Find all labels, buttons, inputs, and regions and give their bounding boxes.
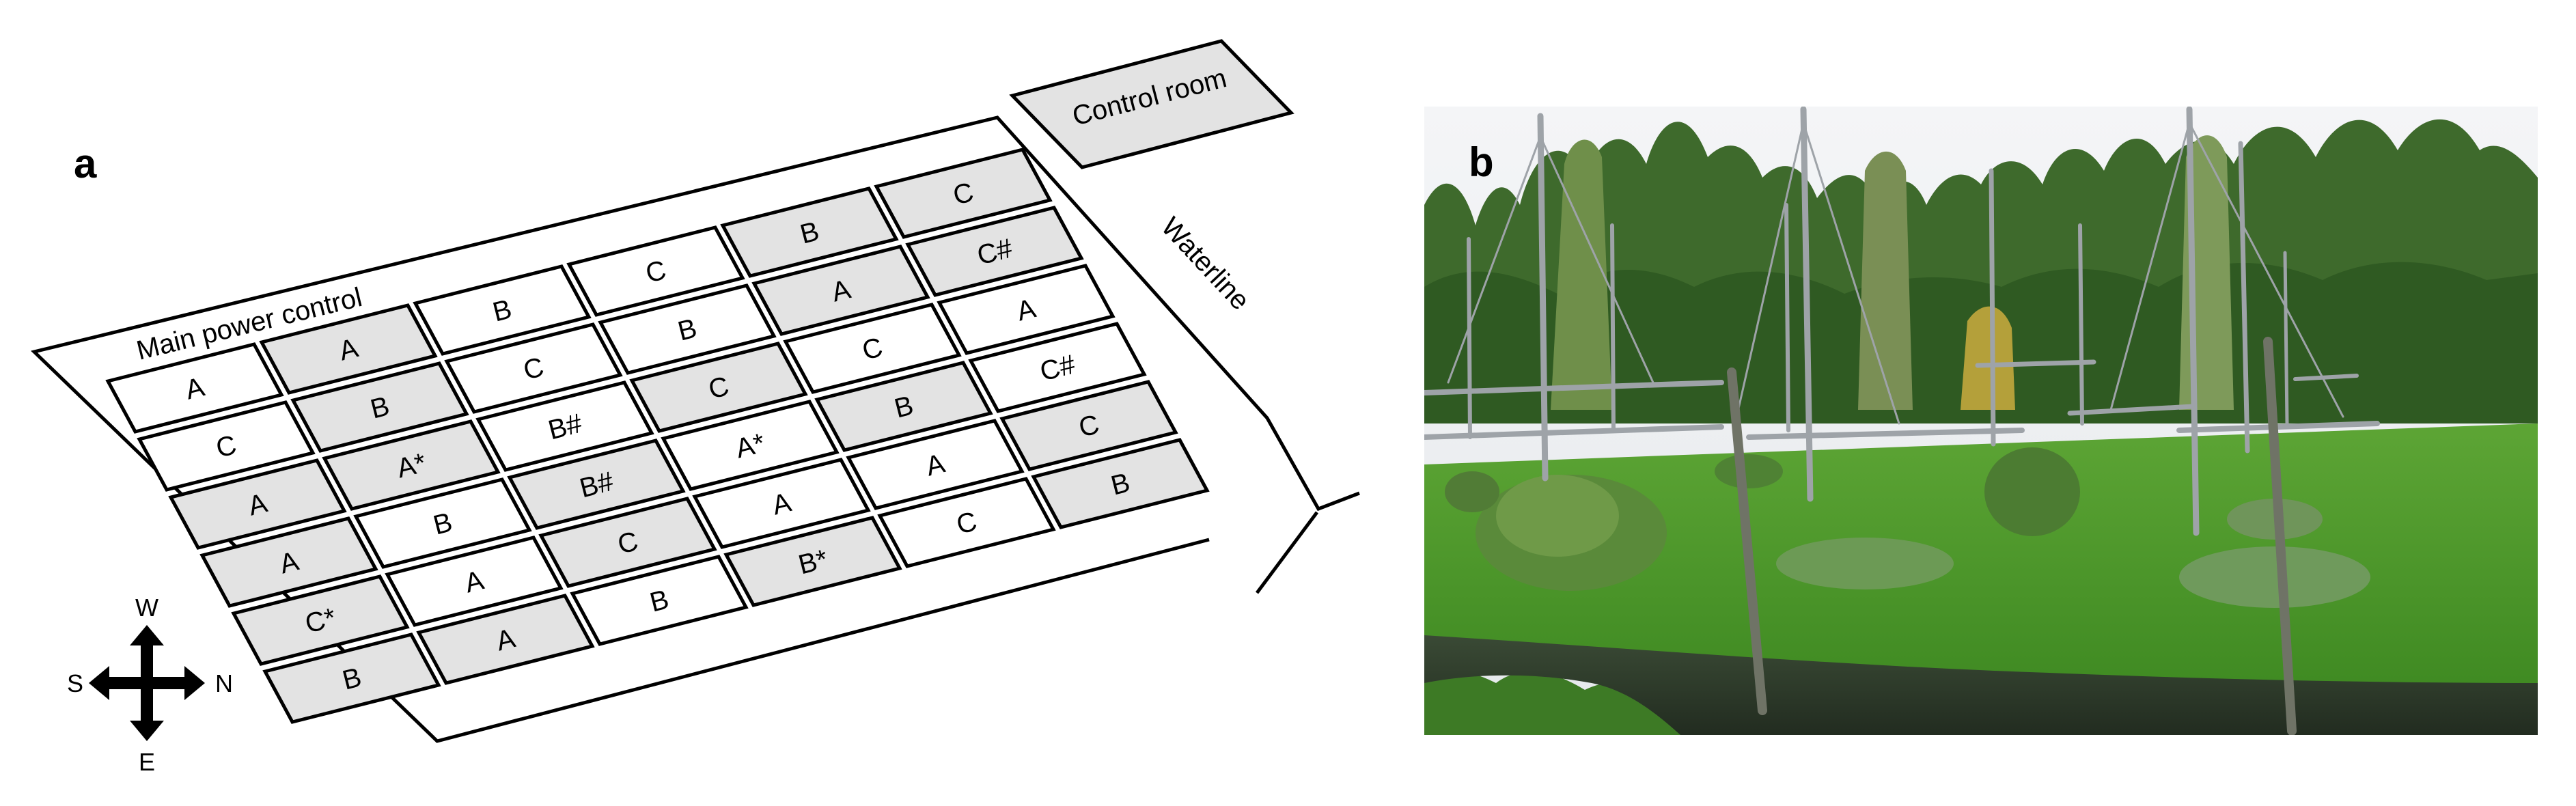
plot-box: [566, 225, 745, 317]
plot-r1-c5: B: [720, 186, 899, 278]
plot-box: [231, 574, 410, 666]
plot-box: [259, 303, 438, 395]
plot-r3-c3: B#: [475, 380, 654, 472]
plot-r6-c4: B*: [723, 516, 902, 607]
panel-a-site-diagram: a Control room Waterline Main power cont…: [30, 39, 1360, 776]
plot-box: [783, 303, 962, 394]
plot-box: [661, 400, 840, 491]
field-photo: [1424, 107, 2538, 735]
plot-box: [905, 206, 1084, 297]
plot-box: [692, 458, 871, 549]
plot-box: [507, 439, 686, 530]
plot-r4-c3: B#: [507, 439, 686, 530]
plot-r1-c2: A: [259, 303, 438, 395]
plot-r4-c4: A*: [661, 400, 840, 491]
field-outline: [30, 115, 1360, 743]
plot-r4-c5: B: [814, 361, 993, 452]
plot-box: [137, 400, 316, 492]
plot-box: [814, 361, 993, 452]
plot-r3-c6: A: [937, 264, 1116, 355]
plot-r4-c6: C#: [968, 322, 1147, 413]
plot-box: [322, 419, 501, 511]
plot-box: [874, 148, 1053, 239]
plot-r2-c2: B: [290, 361, 469, 453]
compass-arrow-icon: [89, 625, 205, 741]
plot-box: [570, 555, 749, 646]
plot-box: [629, 342, 808, 433]
control-room-box: [1009, 39, 1294, 169]
plot-box: [723, 516, 902, 607]
plot-box: [1031, 438, 1210, 529]
compass-west: W: [135, 594, 158, 622]
photo-shrubs: [1445, 447, 2370, 608]
plot-r1-c3: B: [413, 264, 592, 356]
plot-r3-c1: A: [168, 458, 347, 550]
compass-east: E: [139, 748, 155, 776]
plot-r3-c2: A*: [322, 419, 501, 511]
plot-r6-c1: B: [262, 633, 441, 724]
compass-north: N: [215, 669, 233, 697]
plot-box: [262, 633, 441, 724]
plot-r6-c6: B: [1031, 438, 1210, 529]
waterline-label: Waterline: [1155, 212, 1255, 316]
plot-r3-c5: C: [783, 303, 962, 394]
plot-box: [598, 283, 777, 375]
photo-fence: [1424, 635, 2538, 735]
field-outline-corner-stub: [1255, 511, 1319, 594]
plot-r2-c6: C#: [905, 206, 1084, 297]
photo-grass: [1424, 423, 2538, 690]
compass: W E S N: [67, 594, 233, 776]
plot-label: B*: [795, 544, 831, 580]
plot-r6-c2: A: [416, 594, 595, 685]
plot-r4-c1: A: [199, 516, 378, 608]
plot-label: C*: [302, 602, 339, 639]
plot-r2-c1: C: [137, 400, 316, 492]
plot-box: [105, 342, 284, 434]
plot-box: [290, 361, 469, 453]
control-room: Control room: [1009, 39, 1294, 169]
plot-r5-c4: A: [692, 458, 871, 549]
plot-label: A*: [393, 447, 429, 484]
plot-r4-c2: B: [353, 477, 532, 569]
plot-r2-c3: C: [444, 322, 623, 414]
plot-r2-c5: A: [751, 245, 930, 336]
panel-b-field-photo: b: [1424, 107, 2538, 735]
plot-box: [385, 536, 564, 627]
plot-r5-c1: C*: [231, 574, 410, 666]
panel-a-letter: a: [74, 141, 97, 186]
plot-r6-c5: C: [877, 477, 1056, 568]
plot-box: [937, 264, 1116, 355]
plot-box: [444, 322, 623, 414]
plot-r5-c3: C: [538, 497, 717, 588]
plot-r5-c2: A: [385, 536, 564, 627]
panel-b-letter: b: [1469, 139, 1494, 185]
plot-box: [416, 594, 595, 685]
photo-posts: [1727, 337, 2297, 735]
plot-box: [475, 380, 654, 472]
plot-r1-c1: A: [105, 342, 284, 434]
plots-grid: AABCBCCBCBAC#AA*B#CCAABB#A*BC#C*ACAACBAB…: [105, 148, 1210, 724]
plot-box: [968, 322, 1147, 413]
plot-r2-c4: B: [598, 283, 777, 375]
plot-label: A*: [732, 428, 768, 464]
plot-box: [751, 245, 930, 336]
plot-r5-c5: A: [846, 419, 1025, 510]
photo-frames: [1424, 107, 2380, 536]
plot-box: [846, 419, 1025, 510]
plot-box: [168, 458, 347, 550]
plot-box: [199, 516, 378, 608]
plot-r5-c6: C: [999, 380, 1178, 471]
plot-box: [720, 186, 899, 278]
plot-box: [877, 477, 1056, 568]
plot-r1-c6: C: [874, 148, 1053, 239]
plot-box: [413, 264, 592, 356]
plot-r3-c4: C: [629, 342, 808, 433]
plot-r1-c4: C: [566, 225, 745, 317]
plot-box: [353, 477, 532, 569]
plot-box: [999, 380, 1178, 471]
compass-south: S: [67, 669, 83, 697]
plot-box: [538, 497, 717, 588]
plot-r6-c3: B: [570, 555, 749, 646]
